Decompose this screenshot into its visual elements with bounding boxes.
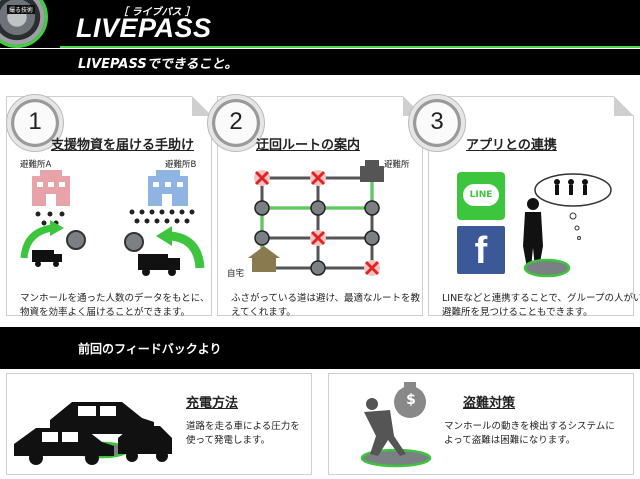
facebook-logo-text: f <box>474 230 488 272</box>
feature-number-disc-3: 3 <box>408 94 466 152</box>
person-thinking-illustration <box>523 173 612 278</box>
blocked-x-icon <box>254 170 380 276</box>
feedback-desc-theft: マンホールの動きを検出するシステムに よって盗難は困難になります。 <box>444 420 615 448</box>
page-title: LIVEPASS <box>76 13 212 43</box>
thief-silhouette-icon <box>364 398 406 456</box>
home-house-icon <box>248 246 280 272</box>
header-bar <box>0 0 640 48</box>
manhole-a-icon <box>66 230 86 250</box>
feature-number-disc-2: 2 <box>207 94 265 152</box>
green-arrow-left-icon <box>20 220 64 259</box>
feature-desc-3-line-1: LINEなどと連携することで、グループの人がいる <box>442 293 640 304</box>
thief-illustration <box>360 382 432 468</box>
feature-number-3: 3 <box>430 108 444 135</box>
truck-large-icon <box>138 254 180 276</box>
section-heading-bar: LIVEPASSでできること。 <box>0 49 640 75</box>
feature-number-disc-1: 1 <box>6 94 64 152</box>
person-silhouette-icon <box>523 198 543 268</box>
header-accent-line <box>60 46 640 48</box>
feature-desc-2-line-2: えてくれます。 <box>231 307 296 318</box>
feature-number-2: 2 <box>229 108 243 135</box>
group-silhouette-icon <box>554 179 588 195</box>
route-map <box>248 160 384 276</box>
shelter-label: 避難所 <box>384 160 410 170</box>
feedback-title-charging: 充電方法 <box>186 396 239 411</box>
feature-desc-2-line-1: ふさがっている道は避け、最適なルートを教 <box>231 293 421 304</box>
feature-title-3: アプリとの連携 <box>466 138 557 153</box>
feature-desc-3-line-2: 避難所を見つけることもできます。 <box>442 307 593 318</box>
line-logo-text: LINE <box>463 184 499 206</box>
manhole-node-icon <box>254 200 380 276</box>
feedback-desc-charging-line-1: 道路を走る車による圧力を <box>186 421 300 432</box>
crowd-b-icon <box>129 209 195 224</box>
feature-desc-2: ふさがっている道は避け、最適なルートを教 えてくれます。 <box>231 292 420 320</box>
facebook-app-icon[interactable]: f <box>457 226 505 274</box>
feature-title-2: 迂回ルートの案内 <box>256 138 361 153</box>
line-app-icon[interactable]: LINE <box>457 172 505 220</box>
money-bag-icon <box>394 382 426 418</box>
feature-number-1: 1 <box>28 108 42 135</box>
feedback-desc-theft-line-2: よって盗難は困難になります。 <box>444 435 576 446</box>
feedback-desc-charging-line-2: 使って発電します。 <box>186 435 271 446</box>
section-heading: LIVEPASSでできること。 <box>78 57 238 72</box>
shelter-building-icon <box>360 160 384 182</box>
header-subtitle: ［ ライブパス ］ <box>118 7 195 18</box>
shelter-a-label: 避難所A <box>20 160 52 170</box>
green-arrow-right-icon <box>156 226 205 269</box>
truck-small-icon <box>32 250 62 267</box>
feedback-desc-charging: 道路を走る車による圧力を 使って発電します。 <box>186 420 300 448</box>
feature-desc-1-line-2: 物資を効率よく届けることができます。 <box>20 307 191 318</box>
home-label: 自宅 <box>227 269 245 279</box>
crowd-a-icon <box>35 211 65 226</box>
shelter-b-building-icon <box>148 170 188 206</box>
manhole-icon <box>523 258 571 278</box>
feedback-desc-theft-line-1: マンホールの動きを検出するシステムに <box>444 421 615 432</box>
feedback-title-theft: 盗難対策 <box>463 396 516 411</box>
shelter-a-building-icon <box>32 170 70 206</box>
feedback-heading-bar: 前回のフィードバックより <box>0 327 640 369</box>
feedback-heading: 前回のフィードバックより <box>78 342 222 356</box>
feature-desc-1-line-1: マンホールを通った人数のデータをもとに、 <box>20 293 210 304</box>
cars-on-manhole-illustration <box>14 402 172 465</box>
logo-tag: 撮る技術 <box>7 5 36 14</box>
supply-illustration <box>20 170 205 276</box>
money-bag-symbol: $ <box>406 392 416 408</box>
feature-title-1: 支援物資を届ける手助け <box>51 138 195 153</box>
feature-desc-3: LINEなどと連携することで、グループの人がいる 避難所を見つけることもできます… <box>442 292 640 320</box>
shelter-b-label: 避難所B <box>165 160 197 170</box>
feature-desc-1: マンホールを通った人数のデータをもとに、 物資を効率よく届けることができます。 <box>20 292 210 320</box>
manhole-b-icon <box>124 232 144 252</box>
